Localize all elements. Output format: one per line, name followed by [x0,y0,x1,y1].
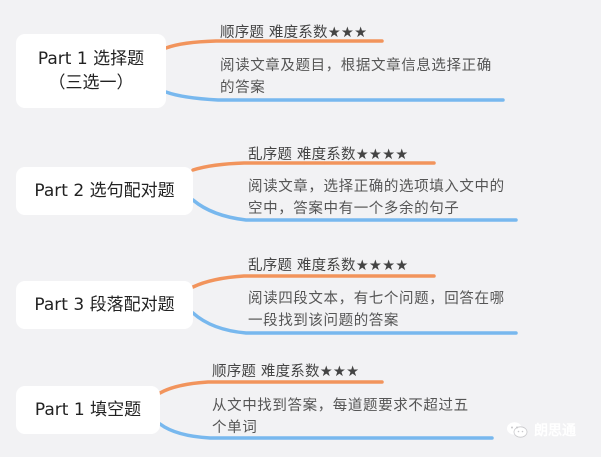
watermark-text: 朗思通 [534,423,576,439]
description-2: 阅读文章，选择正确的选项填入文中的空中，答案中有一个多余的句子 [248,179,505,217]
part-title-3: Part 3 段落配对题 [34,295,175,315]
desc-connector-3 [191,311,518,335]
part-node-2: Part 2 选句配对题 [16,167,193,215]
desc-connector-1 [164,90,505,102]
part-title-4: Part 1 填空题 [34,400,142,420]
watermark: 朗思通 [506,420,576,440]
part-subtitle-1: （三选一） [48,73,134,93]
meta-connector-2 [191,161,436,172]
description-3: 阅读四段文本，有七个问题，回答在哪一段找到该问题的答案 [248,291,505,329]
meta-label-3: 乱序题 难度系数★★★★ [248,258,409,274]
part-title-1: Part 1 选择题 [37,49,145,69]
meta-label-1: 顺序题 难度系数★★★ [220,25,368,41]
desc-connector-4 [158,422,494,440]
meta-connector-3 [191,274,436,289]
meta-label-2: 乱序题 难度系数★★★★ [248,147,409,163]
part-node-4: Part 1 填空题 [16,386,160,434]
part-node-3: Part 3 段落配对题 [16,281,193,329]
meta-connector-4 [158,380,384,395]
wechat-icon [507,422,528,438]
part-title-2: Part 2 选句配对题 [34,181,175,201]
part-node-1: Part 1 选择题 （三选一） [16,34,166,108]
description-1: 阅读文章及题目，根据文章信息选择正确的答案 [220,58,492,96]
meta-connector-1 [164,39,384,50]
meta-label-4: 顺序题 难度系数★★★ [212,364,360,380]
description-4: 从文中找到答案，每道题要求不超过五个单词 [212,398,469,436]
desc-connector-2 [191,198,518,222]
